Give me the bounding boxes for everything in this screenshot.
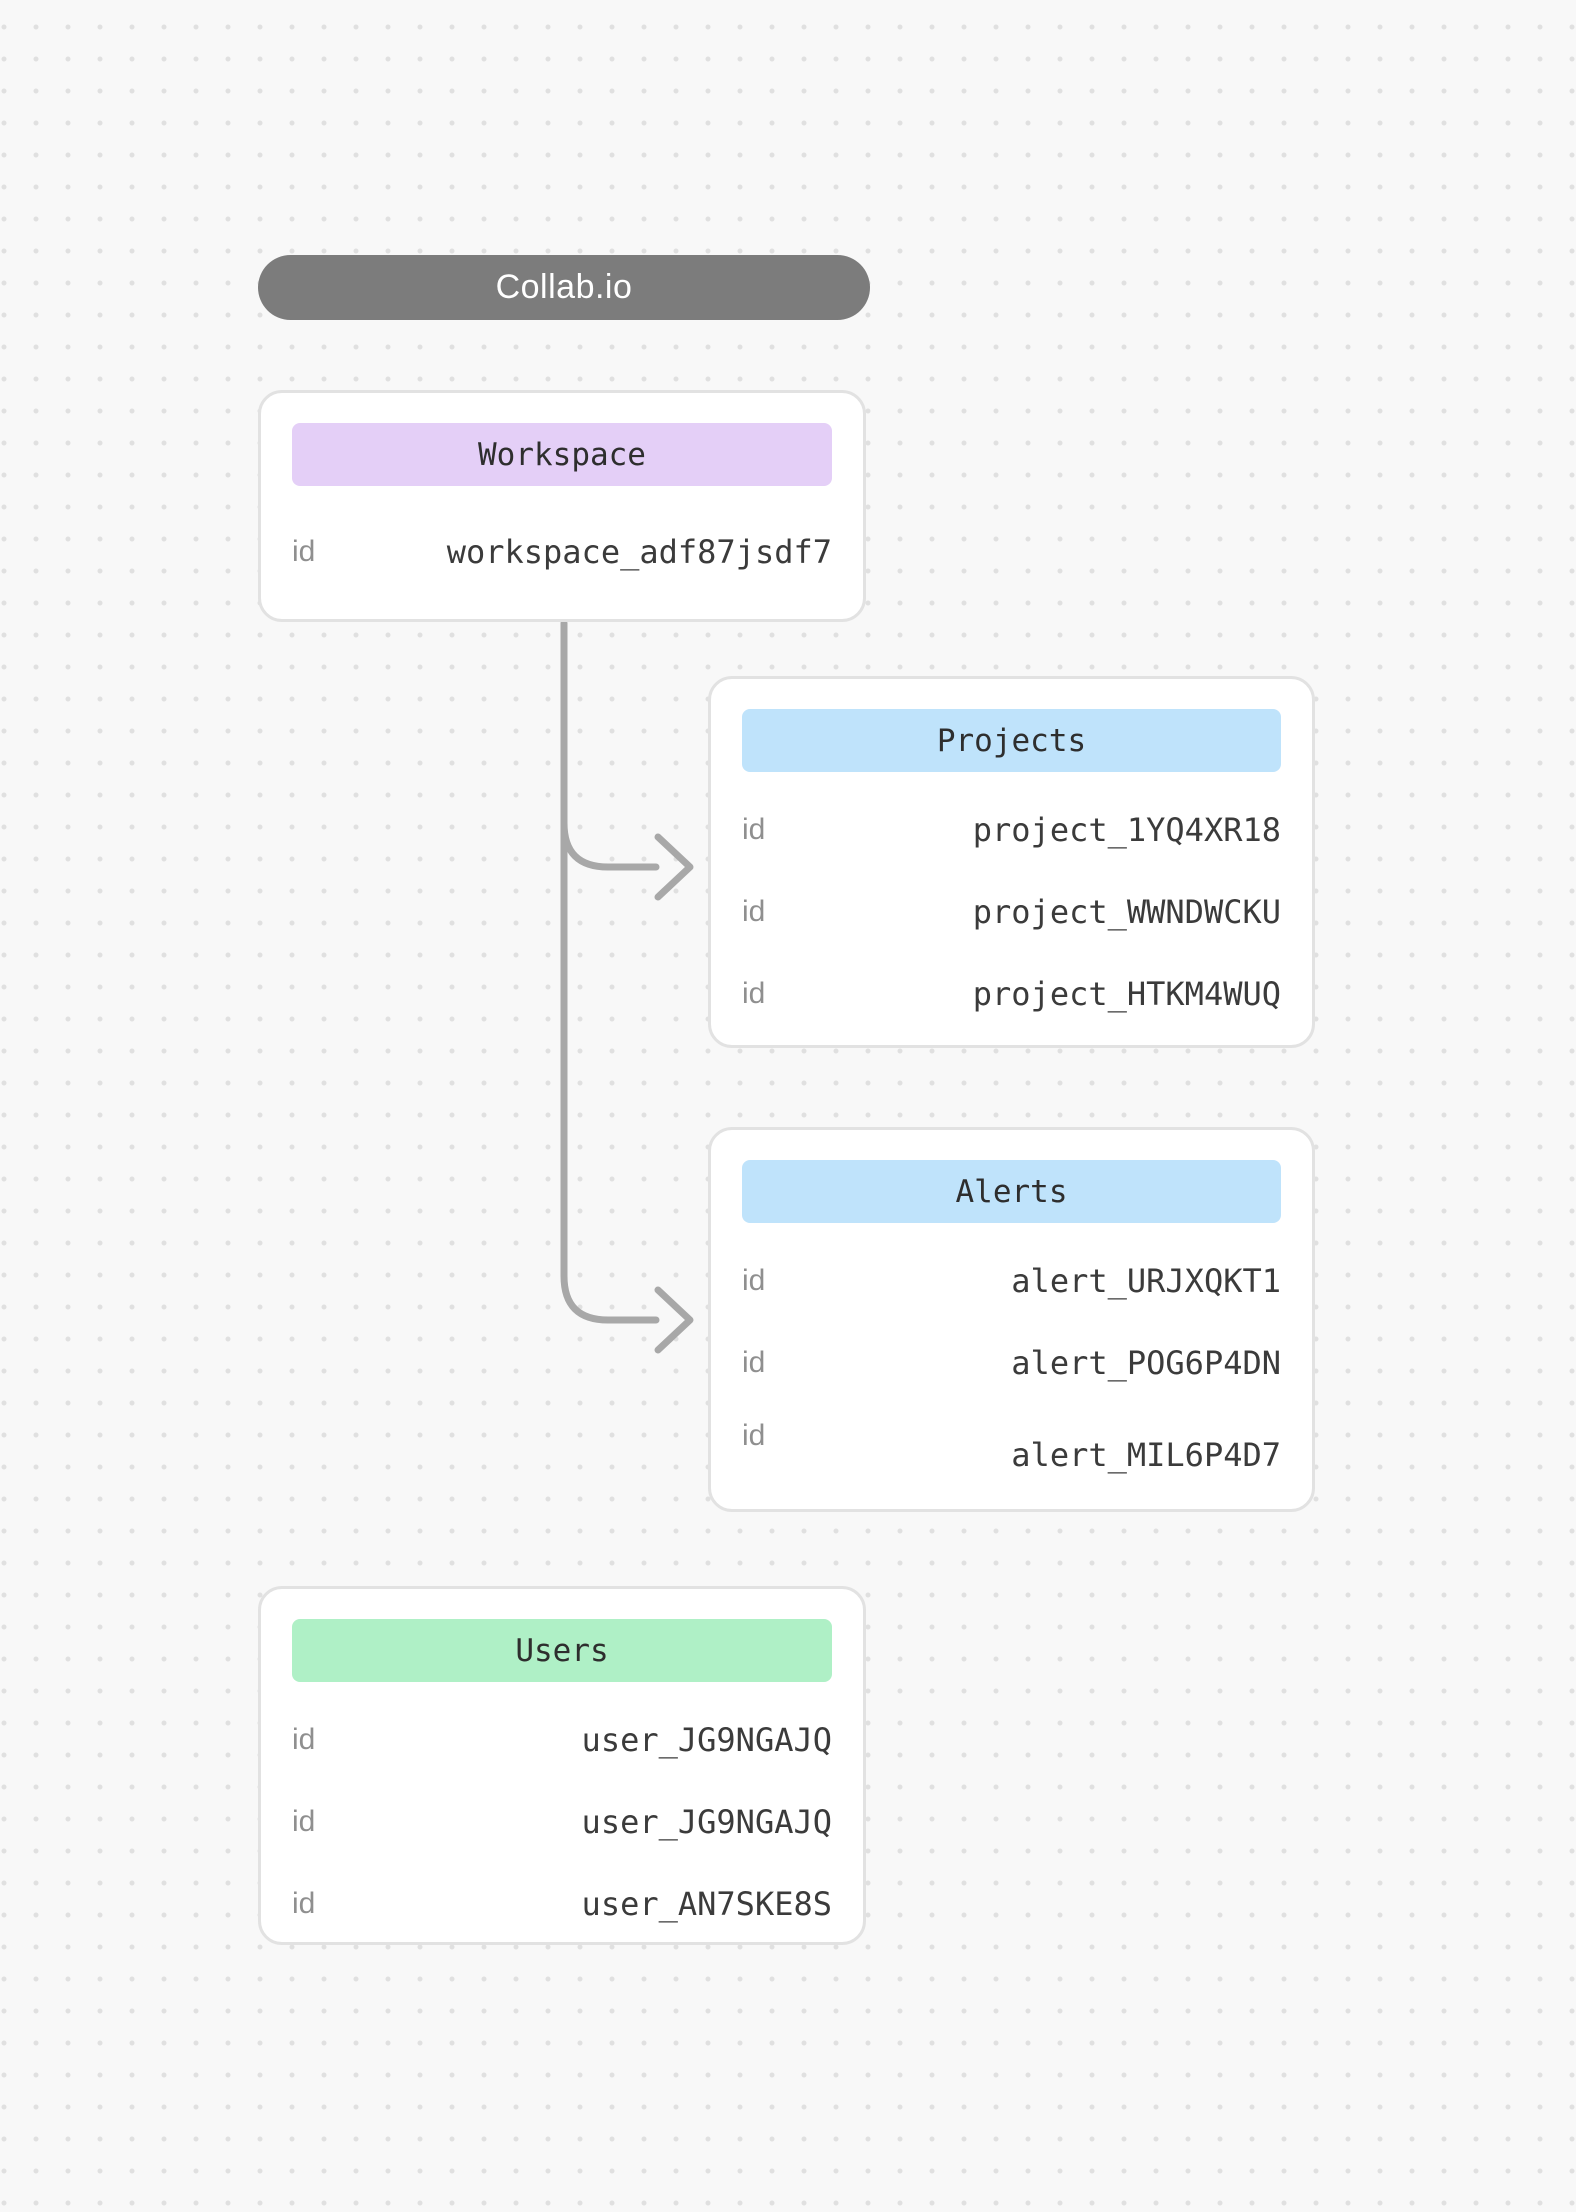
field-key-label: id [292,1805,316,1838]
field-rows: id user_JG9NGAJQ id user_JG9NGAJQ id use… [292,1699,832,1945]
connector-workspace-to-projects [560,819,660,871]
entity-name-label: Projects [936,722,1087,759]
arrowhead-alerts-icon [654,1286,694,1354]
field-rows: id workspace_adf87jsdf7 [292,486,832,618]
field-row: id alert_POG6P4DN [742,1322,1281,1404]
field-value: alert_POG6P4DN [1011,1344,1281,1382]
field-value: user_JG9NGAJQ [581,1803,832,1841]
entity-card-projects[interactable]: Projects id project_1YQ4XR18 id project_… [708,676,1315,1048]
field-value: alert_URJXQKT1 [1011,1262,1281,1300]
field-key-label: id [292,1887,316,1920]
field-row: id alert_MIL6P4D7 [742,1404,1281,1486]
field-value: project_HTKM4WUQ [972,975,1281,1013]
field-key-label: id [742,977,766,1010]
entity-header-workspace: Workspace [292,423,832,486]
diagram-title-pill[interactable]: Collab.io [258,255,870,320]
field-row: id alert_URJXQKT1 [742,1240,1281,1322]
entity-name-label: Alerts [955,1173,1068,1210]
connector-workspace-to-alerts [560,619,660,1324]
field-value: user_AN7SKE8S [581,1885,832,1923]
field-key-label: id [742,1346,766,1379]
field-value: workspace_adf87jsdf7 [446,533,832,571]
entity-header-alerts: Alerts [742,1160,1281,1223]
field-row: id user_AN7SKE8S [292,1863,832,1945]
field-row: id project_WWNDWCKU [742,871,1281,953]
field-key-label: id [292,535,316,568]
field-row: id project_HTKM4WUQ [742,953,1281,1035]
entity-name-label: Workspace [478,436,646,473]
field-rows: id alert_URJXQKT1 id alert_POG6P4DN id a… [742,1240,1281,1486]
field-row: id user_JG9NGAJQ [292,1699,832,1781]
entity-card-alerts[interactable]: Alerts id alert_URJXQKT1 id alert_POG6P4… [708,1127,1315,1512]
field-row: id project_1YQ4XR18 [742,789,1281,871]
field-key-label: id [742,895,766,928]
field-key-label: id [742,1264,766,1297]
field-row: id user_JG9NGAJQ [292,1781,832,1863]
diagram-title-label: Collab.io [495,268,633,306]
field-row: id workspace_adf87jsdf7 [292,511,832,593]
entity-name-label: Users [515,1632,609,1669]
entity-header-users: Users [292,1619,832,1682]
field-key-label: id [742,1419,766,1452]
field-value: project_1YQ4XR18 [972,811,1281,849]
field-value: alert_MIL6P4D7 [1011,1436,1281,1474]
field-key-label: id [292,1723,316,1756]
arrowhead-projects-icon [654,833,694,901]
entity-card-workspace[interactable]: Workspace id workspace_adf87jsdf7 [258,390,866,622]
entity-card-users[interactable]: Users id user_JG9NGAJQ id user_JG9NGAJQ … [258,1586,866,1945]
field-key-label: id [742,813,766,846]
field-value: user_JG9NGAJQ [581,1721,832,1759]
field-rows: id project_1YQ4XR18 id project_WWNDWCKU … [742,789,1281,1035]
entity-header-projects: Projects [742,709,1281,772]
field-value: project_WWNDWCKU [972,893,1281,931]
